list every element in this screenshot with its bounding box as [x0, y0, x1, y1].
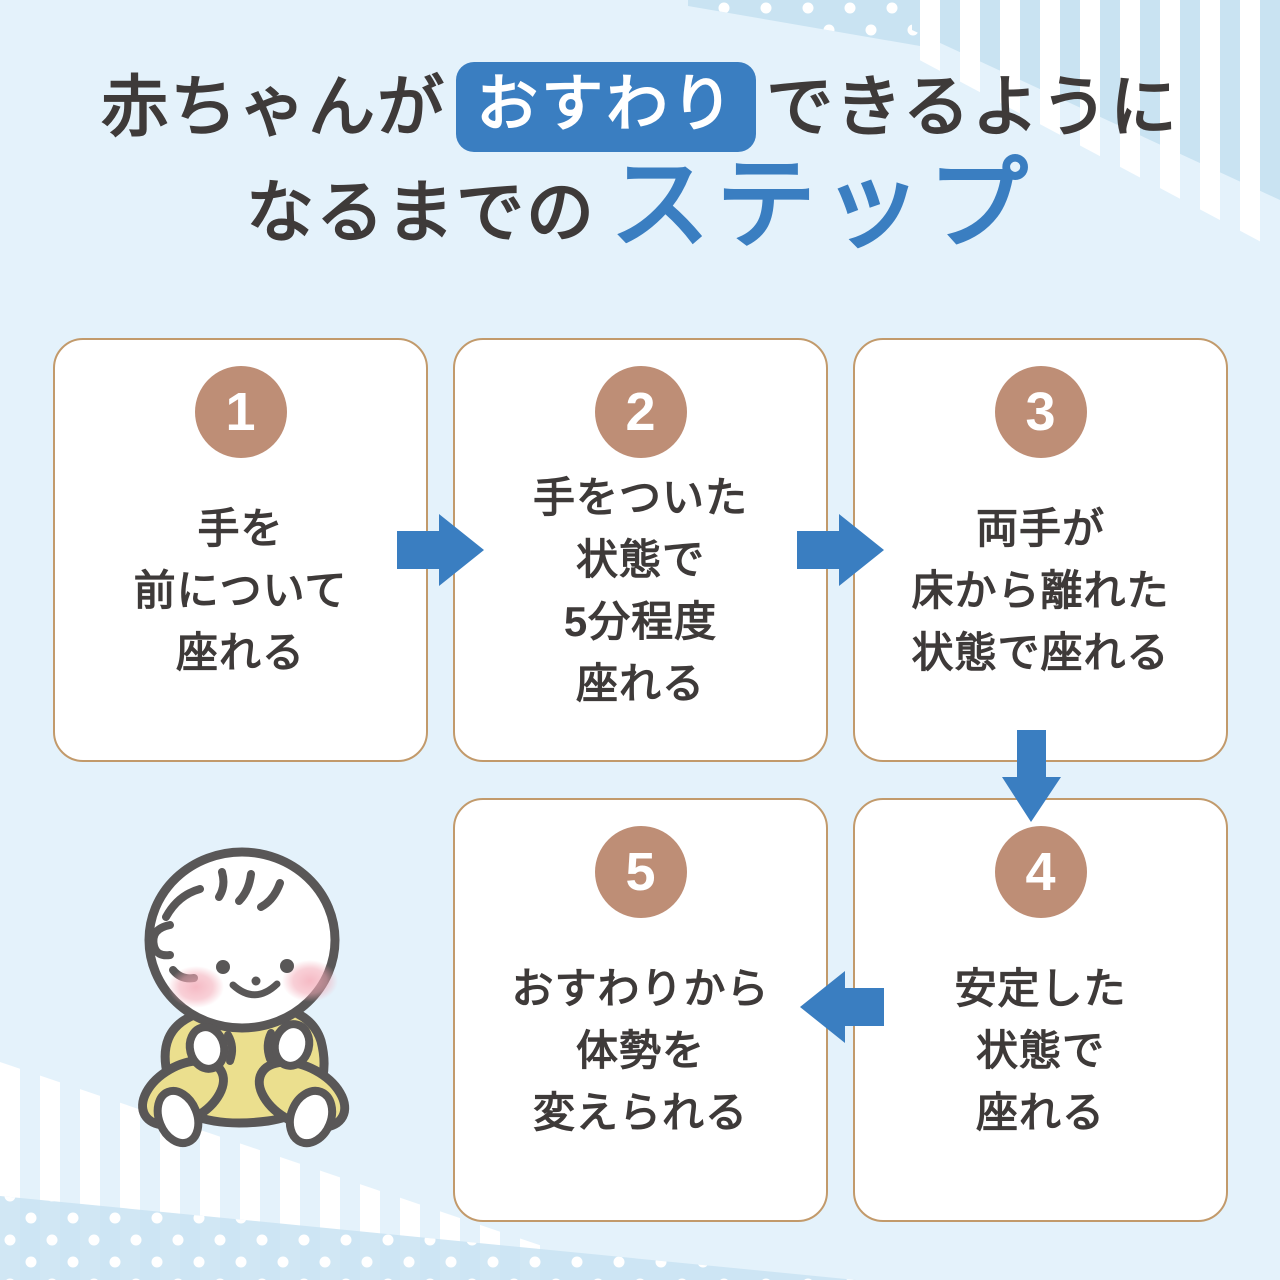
- step-line: 座れる: [975, 1089, 1105, 1137]
- step-card-3: 3 両手が 床から離れた 状態で座れる: [853, 338, 1228, 762]
- title-text-suffix: できるように: [766, 69, 1179, 145]
- step-line: 両手が: [975, 504, 1105, 552]
- title-highlight-word: ステップ: [610, 149, 1034, 262]
- baby-body: [160, 999, 329, 1128]
- title-line-1: 赤ちゃんが おすわり できるように: [0, 62, 1280, 153]
- step-card-5: 5 おすわりから 体勢を 変えられる: [453, 798, 828, 1222]
- baby-left-eye: [216, 960, 230, 974]
- step-line: 状態で: [975, 1026, 1105, 1074]
- baby-right-leg: [254, 1057, 350, 1133]
- baby-right-eye: [280, 959, 294, 973]
- baby-hair: [149, 868, 284, 983]
- baby-right-hand: [270, 1020, 314, 1070]
- title-keyword-badge: おすわり: [456, 62, 757, 153]
- step-text: おすわりから 体勢を 変えられる: [511, 918, 769, 1220]
- step-line: 床から離れた: [911, 566, 1170, 614]
- baby-left-cheek: [168, 966, 224, 1008]
- step-text: 手を 前について 座れる: [134, 458, 348, 760]
- step-number-badge: 5: [594, 826, 687, 918]
- step-line: 状態で: [575, 535, 705, 583]
- baby-right-foot: [285, 1086, 337, 1148]
- title-text-line2: なるまでの: [245, 175, 596, 252]
- baby-right-cheek: [282, 960, 338, 1002]
- step-text: 手をついた 状態で 5分程度 座れる: [533, 458, 748, 760]
- baby-left-cuff: [224, 1031, 237, 1065]
- step-line: 手をついた: [532, 473, 748, 521]
- title-line-2: なるまでの ステップ: [0, 154, 1280, 256]
- step-line: 変えられる: [532, 1089, 748, 1137]
- step-number-badge: 3: [994, 366, 1087, 458]
- step-line: 座れる: [175, 629, 305, 677]
- step-number-badge: 2: [594, 366, 687, 458]
- title-text-prefix: 赤ちゃんが: [101, 69, 447, 145]
- baby-sitting-illustration: [138, 847, 350, 1148]
- baby-left-foot: [153, 1086, 203, 1148]
- step-number-badge: 4: [994, 826, 1087, 918]
- step-line: 体勢を: [575, 1026, 705, 1074]
- baby-head: [144, 847, 340, 1033]
- step-line: 安定した: [954, 964, 1127, 1012]
- baby-mouth: [229, 980, 281, 999]
- step-card-2: 2 手をついた 状態で 5分程度 座れる: [453, 338, 828, 762]
- baby-left-leg: [138, 1056, 228, 1130]
- step-card-4: 4 安定した 状態で 座れる: [853, 798, 1228, 1222]
- top-dotted-wedge: [688, 0, 920, 46]
- step-text: 両手が 床から離れた 状態で座れる: [911, 458, 1169, 760]
- step-text: 安定した 状態で 座れる: [954, 918, 1126, 1220]
- step-line: 座れる: [575, 660, 705, 708]
- step-line: 手を: [197, 504, 284, 552]
- step-line: 状態で座れる: [911, 629, 1170, 677]
- baby-left-hand: [185, 1023, 229, 1073]
- page-title: 赤ちゃんが おすわり できるように なるまでの ステップ: [0, 62, 1280, 256]
- step-card-1: 1 手を 前について 座れる: [53, 338, 428, 762]
- baby-right-cuff: [263, 1029, 275, 1063]
- step-line: 前について: [133, 566, 348, 614]
- step-number-badge: 1: [194, 366, 287, 458]
- baby-nose: [251, 976, 261, 986]
- step-line: 5分程度: [563, 598, 718, 645]
- step-line: おすわりから: [511, 964, 770, 1012]
